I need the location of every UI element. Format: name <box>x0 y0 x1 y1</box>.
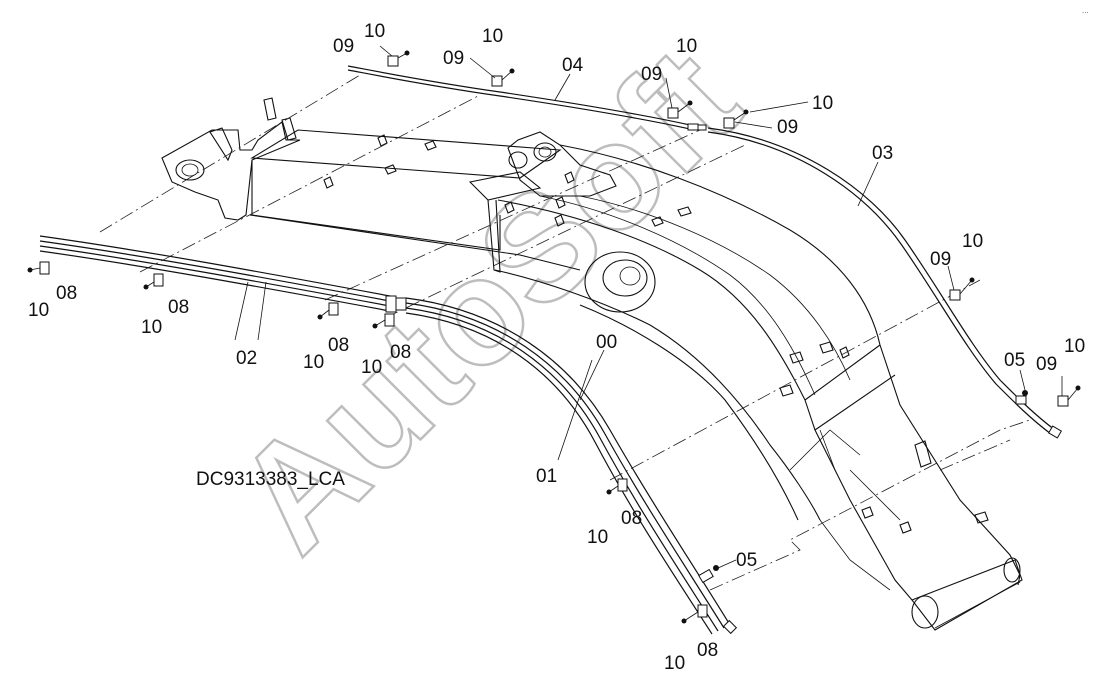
callout-10: 10 <box>361 357 382 378</box>
pipe-03 <box>707 127 1063 439</box>
callout-09: 09 <box>930 249 951 270</box>
callout-09: 09 <box>777 117 798 138</box>
callout-10: 10 <box>664 653 685 674</box>
pipe-02 <box>39 235 407 313</box>
corner-mark: ... <box>1082 6 1089 15</box>
callout-10: 10 <box>1064 336 1085 357</box>
boom-structure <box>161 97 1023 631</box>
pipe-01 <box>405 297 738 635</box>
callout-labels: 10 09 10 09 04 10 09 10 09 03 10 09 05 0… <box>28 21 1085 674</box>
callout-02: 02 <box>236 348 257 369</box>
callout-08: 08 <box>697 640 718 661</box>
callout-09: 09 <box>641 64 662 85</box>
callout-10: 10 <box>482 26 503 47</box>
callout-05: 05 <box>736 550 757 571</box>
callout-08: 08 <box>390 342 411 363</box>
callout-09: 09 <box>1036 354 1057 375</box>
callout-10: 10 <box>28 300 49 321</box>
dash-leaders <box>99 74 1031 591</box>
callout-10: 10 <box>364 21 385 42</box>
callout-01: 01 <box>536 466 557 487</box>
watermark-text: AutoSoft <box>204 16 770 582</box>
drawing-code-label: DC9313383_LCA <box>196 469 345 490</box>
callout-08: 08 <box>168 297 189 318</box>
pipe-04 <box>347 65 707 131</box>
callout-05: 05 <box>1004 350 1025 371</box>
callout-08: 08 <box>621 508 642 529</box>
callout-10: 10 <box>141 317 162 338</box>
callout-08: 08 <box>328 335 349 356</box>
callout-10: 10 <box>587 527 608 548</box>
callout-00: 00 <box>596 332 617 353</box>
callout-10: 10 <box>676 36 697 57</box>
callout-10: 10 <box>962 231 983 252</box>
callout-10: 10 <box>812 93 833 114</box>
callout-04: 04 <box>562 55 584 76</box>
callout-leaders <box>234 45 1063 569</box>
callout-09: 09 <box>443 48 464 69</box>
callout-03: 03 <box>872 143 893 164</box>
callout-08: 08 <box>56 283 77 304</box>
watermark: AutoSoft <box>203 15 772 584</box>
callout-09: 09 <box>333 36 354 57</box>
clamps-and-bolts <box>27 50 1081 624</box>
callout-10: 10 <box>303 352 324 373</box>
